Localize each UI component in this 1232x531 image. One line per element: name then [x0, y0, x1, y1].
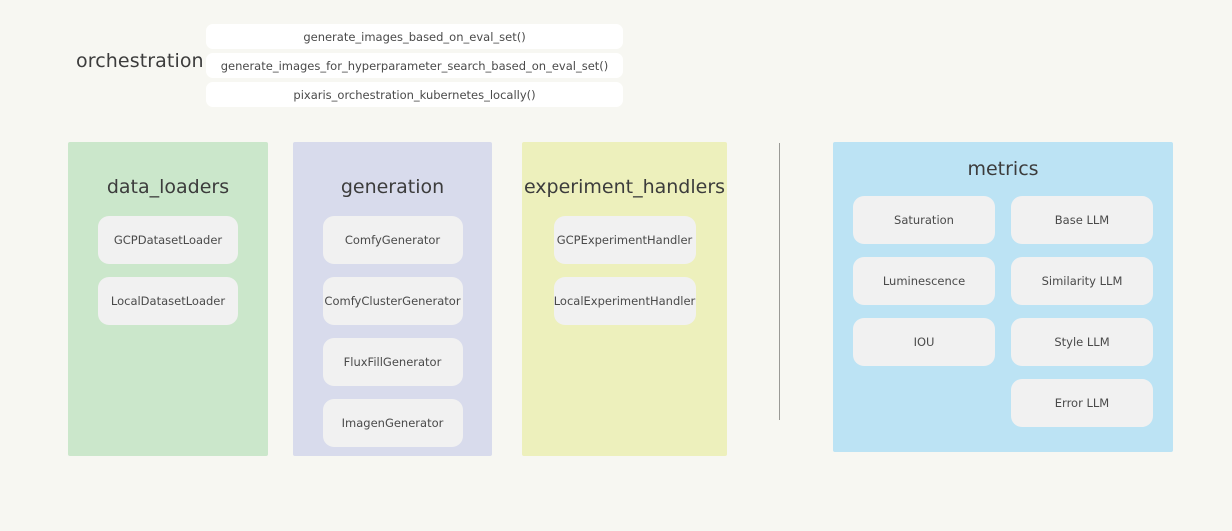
card-item[interactable]: ComfyClusterGenerator — [322, 277, 463, 325]
card-item[interactable]: FluxFillGenerator — [322, 338, 463, 386]
panel-generation: generation ComfyGenerator ComfyClusterGe… — [293, 142, 492, 456]
metrics-column-right: Base LLM Similarity LLM Style LLM Error … — [1011, 196, 1153, 427]
panel-title-data-loaders: data_loaders — [106, 176, 230, 198]
panel-data-loaders: data_loaders GCPDatasetLoader LocalDatas… — [68, 142, 268, 456]
orchestration-function-item[interactable]: generate_images_based_on_eval_set() — [206, 24, 623, 49]
orchestration-function-item[interactable]: generate_images_for_hyperparameter_searc… — [206, 53, 623, 78]
card-item[interactable]: ComfyGenerator — [322, 216, 463, 264]
panel-title-experiment-handlers: experiment_handlers — [523, 176, 726, 198]
card-item[interactable]: GCPDatasetLoader — [98, 216, 238, 264]
card-item[interactable]: LocalExperimentHandler — [553, 277, 696, 325]
metrics-grid: Saturation Luminescence IOU Base LLM Sim… — [833, 196, 1173, 427]
orchestration-function-list: generate_images_based_on_eval_set() gene… — [206, 24, 623, 107]
card-item[interactable]: Saturation — [853, 196, 995, 244]
card-item[interactable]: Similarity LLM — [1011, 257, 1153, 305]
panel-title-generation: generation — [340, 176, 445, 198]
card-item[interactable]: IOU — [853, 318, 995, 366]
panel-title-metrics: metrics — [967, 158, 1039, 180]
orchestration-label: orchestration — [76, 50, 204, 72]
card-item[interactable]: LocalDatasetLoader — [98, 277, 238, 325]
card-item[interactable]: ImagenGenerator — [322, 399, 463, 447]
card-list-data-loaders: GCPDatasetLoader LocalDatasetLoader — [68, 216, 268, 325]
card-list-generation: ComfyGenerator ComfyClusterGenerator Flu… — [293, 216, 492, 447]
card-list-experiment-handlers: GCPExperimentHandler LocalExperimentHand… — [522, 216, 727, 325]
card-item[interactable]: Error LLM — [1011, 379, 1153, 427]
panel-metrics: metrics Saturation Luminescence IOU Base… — [833, 142, 1173, 452]
metrics-column-left: Saturation Luminescence IOU — [853, 196, 995, 427]
card-item[interactable]: Base LLM — [1011, 196, 1153, 244]
card-item[interactable]: GCPExperimentHandler — [553, 216, 696, 264]
vertical-divider — [779, 143, 780, 420]
card-item[interactable]: Luminescence — [853, 257, 995, 305]
orchestration-function-item[interactable]: pixaris_orchestration_kubernetes_locally… — [206, 82, 623, 107]
panel-experiment-handlers: experiment_handlers GCPExperimentHandler… — [522, 142, 727, 456]
card-item[interactable]: Style LLM — [1011, 318, 1153, 366]
